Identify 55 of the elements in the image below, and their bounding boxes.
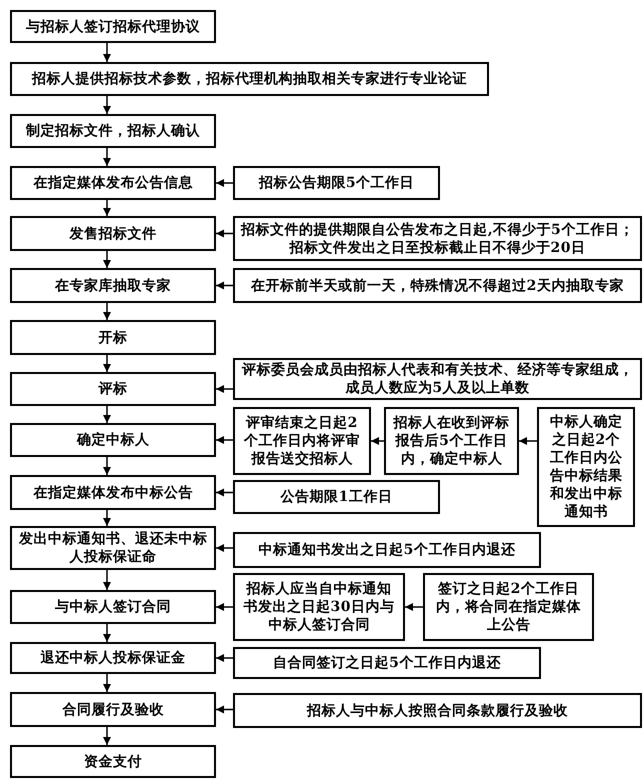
arrow — [103, 303, 111, 320]
arrow — [371, 437, 384, 445]
note-box: 公告期限1工作日 — [233, 480, 440, 514]
arrow — [216, 706, 233, 714]
process-box: 发出中标通知书、退还未中标人投标保证命 — [10, 526, 216, 570]
arrow — [103, 727, 111, 745]
note-box: 评审结束之日起2个工作日内将评审报告送交招标人 — [233, 407, 371, 475]
note-box: 签订之日起2个工作日内，将合同在指定媒体上公告 — [423, 573, 594, 641]
arrow — [216, 544, 233, 552]
arrow — [216, 603, 233, 611]
arrow — [519, 437, 537, 445]
process-box: 与招标人签订招标代理协议 — [10, 10, 216, 43]
process-box: 制定招标文件，招标人确认 — [10, 114, 216, 148]
note-box: 中标通知书发出之日起5个工作日内退还 — [233, 532, 541, 568]
arrow — [216, 230, 233, 238]
arrow — [103, 96, 111, 114]
arrow — [103, 510, 111, 526]
arrow — [103, 406, 111, 423]
note-box: 招标文件的提供期限自公告发布之日起,不得少于5个工作日；招标文件发出之日至投标截止日不得少于20日 — [233, 216, 642, 261]
note-box: 评标委员会成员由招标人代表和有关技术、经济等专家组成，成员人数应为5人及以上单数 — [233, 358, 642, 400]
note-box: 招标人与中标人按照合同条款履行及验收 — [233, 693, 642, 728]
arrow — [103, 624, 111, 642]
process-box: 评标 — [10, 372, 216, 406]
arrow — [103, 43, 111, 62]
arrow — [103, 457, 111, 475]
note-box: 中标人确定之日起2个工作日内公告中标结果和发出中标通知书 — [537, 407, 635, 527]
arrow — [216, 179, 233, 187]
arrow — [216, 654, 233, 662]
process-box: 在指定媒体发布中标公告 — [10, 475, 216, 510]
arrow — [103, 251, 111, 268]
process-box: 资金支付 — [10, 745, 216, 778]
arrow — [103, 674, 111, 692]
arrow — [216, 436, 233, 444]
arrow — [216, 488, 233, 496]
arrow — [103, 355, 111, 372]
process-box: 确定中标人 — [10, 423, 216, 457]
arrow — [103, 200, 111, 216]
note-box: 招标公告期限5个工作日 — [233, 166, 440, 200]
process-box: 合同履行及验收 — [10, 692, 216, 727]
arrow — [405, 603, 423, 611]
note-box: 招标人在收到评标报告后5个工作日内，确定中标人 — [384, 407, 519, 475]
process-box: 在指定媒体发布公告信息 — [10, 166, 216, 200]
note-box: 招标人应当自中标通知书发出之日起30日内与中标人签订合同 — [233, 573, 405, 641]
arrow — [216, 282, 233, 290]
process-box: 招标人提供招标技术参数，招标代理机构抽取相关专家进行专业论证 — [10, 62, 489, 96]
arrow — [103, 148, 111, 166]
process-box: 退还中标人投标保证金 — [10, 642, 216, 674]
process-box: 与中标人签订合同 — [10, 590, 216, 624]
process-box: 在专家库抽取专家 — [10, 268, 216, 303]
note-box: 自合同签订之日起5个工作日内退还 — [233, 647, 541, 679]
arrow — [216, 385, 233, 393]
process-box: 发售招标文件 — [10, 216, 216, 251]
arrow — [103, 570, 111, 590]
process-box: 开标 — [10, 320, 216, 355]
note-box: 在开标前半天或前一天，特殊情况不得超过2天内抽取专家 — [233, 268, 642, 303]
